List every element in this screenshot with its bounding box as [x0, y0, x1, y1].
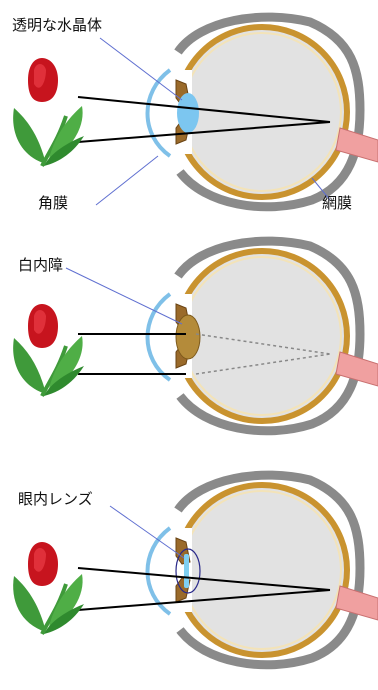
optic-nerve [335, 351, 378, 387]
ray-scatter-top [195, 333, 331, 355]
label-cornea: 角膜 [38, 194, 69, 212]
pointer-lens [65, 267, 183, 325]
pointer-lens [109, 505, 185, 559]
cornea-arc [145, 292, 172, 382]
panel-intraocular-lens: 眼内レンズ [0, 458, 378, 690]
label-clear-lens: 透明な水晶体 [12, 16, 103, 34]
lens-intraocular [184, 554, 189, 588]
ray-top [77, 567, 331, 591]
label-retina: 網膜 [322, 194, 353, 212]
ray-bottom [77, 121, 331, 143]
tulip-icon [13, 58, 84, 167]
eye-wall [174, 24, 350, 200]
lens-clear [177, 93, 199, 133]
eye-diagram-iol [13, 470, 378, 670]
tulip-icon [13, 542, 84, 635]
pointer-lens [99, 37, 183, 101]
eye-diagram-clear [13, 12, 378, 212]
cornea-arc [145, 526, 172, 616]
cornea-arc [145, 68, 172, 158]
eye-wall [174, 248, 350, 424]
pointer-retina [311, 177, 331, 201]
panel-cataract: 白内障 [0, 228, 378, 450]
panel-clear-lens: 透明な水晶体 角膜 網膜 [0, 0, 378, 225]
tulip-icon [13, 304, 84, 397]
optic-nerve [335, 585, 378, 621]
lens-capsule [175, 548, 201, 594]
eye-diagram-cataract [13, 236, 378, 436]
ray-bottom [77, 589, 331, 611]
sclera-shell [174, 236, 365, 436]
pointer-cornea [95, 155, 159, 206]
label-intraocular-lens: 眼内レンズ [18, 490, 93, 508]
label-cataract: 白内障 [18, 256, 64, 274]
sclera-shell [174, 12, 365, 212]
lens-cloudy [175, 314, 201, 360]
sclera-shell [174, 470, 365, 670]
optic-nerve [335, 127, 378, 163]
ray-top [77, 96, 331, 123]
eye-wall [174, 482, 350, 658]
ray-scatter-bottom [195, 353, 331, 375]
